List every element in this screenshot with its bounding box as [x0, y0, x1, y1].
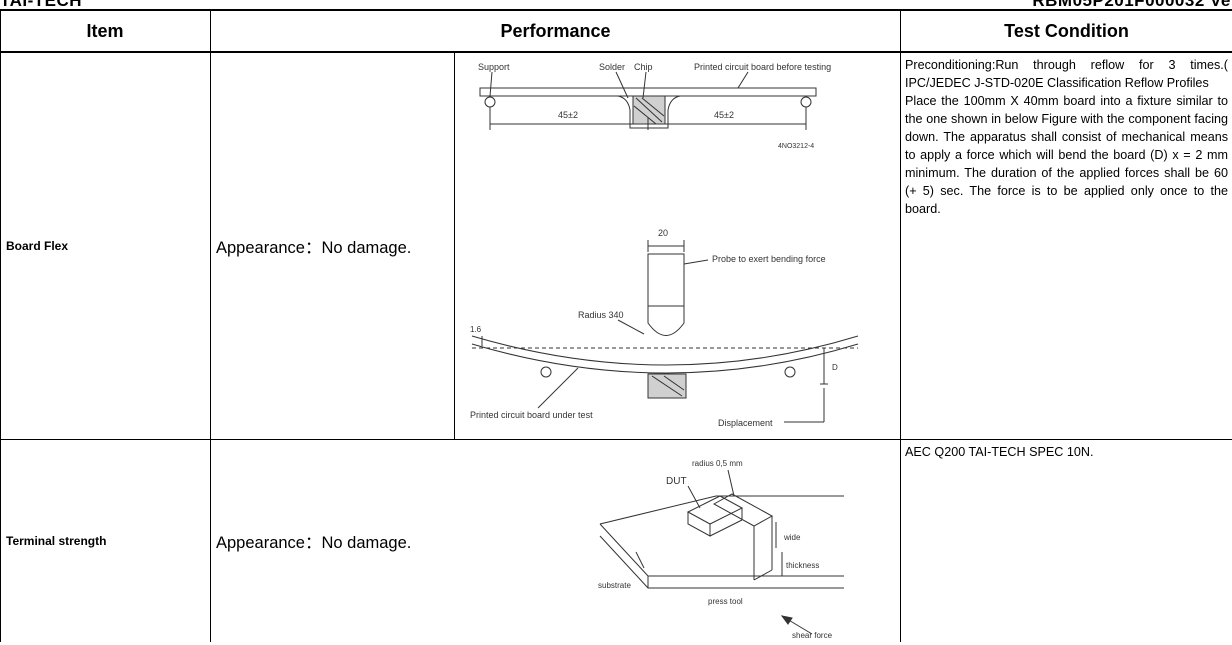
condition-preconditioning: Preconditioning:Run through reflow for 3…	[905, 58, 1228, 90]
document-code: RBM05P201F000032 Ver	[1032, 0, 1232, 10]
row-divider	[0, 439, 1232, 440]
condition-board-flex: Preconditioning:Run through reflow for 3…	[905, 56, 1228, 218]
label-pcb-before: Printed circuit board before testing	[694, 62, 831, 72]
column-header-test-condition: Test Condition	[1004, 21, 1129, 41]
label-probe-width: 20	[658, 228, 668, 238]
condition-terminal-strength: AEC Q200 TAI-TECH SPEC 10N.	[905, 443, 1228, 461]
column-divider-2	[900, 11, 901, 642]
label-figure-code: 4NO3212-4	[778, 143, 814, 150]
terminal-strength-figure: radius 0,5 mm DUT wide thickness substra…	[596, 456, 850, 645]
figure-cell-divider	[454, 52, 455, 439]
label-press-tool: press tool	[708, 597, 743, 606]
label-chip: Chip	[634, 62, 653, 72]
label-wide: wide	[783, 533, 801, 542]
label-substrate: substrate	[598, 581, 631, 590]
label-displacement: Displacement	[718, 418, 773, 428]
item-terminal-strength: Terminal strength	[6, 534, 107, 548]
label-support: Support	[478, 62, 510, 72]
condition-terminal-spec: AEC Q200 TAI-TECH SPEC 10N.	[905, 445, 1094, 459]
terminal-strength-diagram: radius 0,5 mm DUT wide thickness substra…	[598, 459, 844, 640]
company-name: TAI-TECH	[0, 0, 83, 10]
condition-fixture-procedure: Place the 100mm X 40mm board into a fixt…	[905, 94, 1228, 216]
header-rule	[0, 9, 1232, 11]
table-border-left	[0, 11, 1, 642]
label-thickness: 1.6	[470, 325, 482, 334]
label-pcb-under: Printed circuit board under test	[470, 410, 593, 420]
column-divider-1	[210, 11, 211, 642]
label-dim-right: 45±2	[714, 110, 734, 120]
label-solder: Solder	[599, 62, 625, 72]
label-radius-0-5: radius 0,5 mm	[692, 459, 743, 468]
performance-terminal-strength: Appearance：No damage.	[216, 534, 412, 552]
label-shear-force: shear force	[792, 631, 833, 640]
label-dut: DUT	[666, 476, 687, 487]
performance-board-flex: Appearance：No damage.	[216, 239, 412, 257]
column-header-item: Item	[86, 21, 124, 41]
board-flex-figure: Support Solder Chip Printed circuit boar…	[468, 58, 888, 437]
item-board-flex: Board Flex	[6, 239, 69, 253]
header-row-border	[0, 51, 1232, 53]
label-tool-thickness: thickness	[786, 561, 819, 570]
board-flex-diagram: Support Solder Chip Printed circuit boar…	[470, 62, 859, 428]
label-dim-left: 45±2	[558, 110, 578, 120]
column-header-performance: Performance	[500, 21, 611, 41]
label-probe: Probe to exert bending force	[712, 254, 826, 264]
label-d: D	[832, 363, 838, 372]
label-radius: Radius 340	[578, 310, 624, 320]
